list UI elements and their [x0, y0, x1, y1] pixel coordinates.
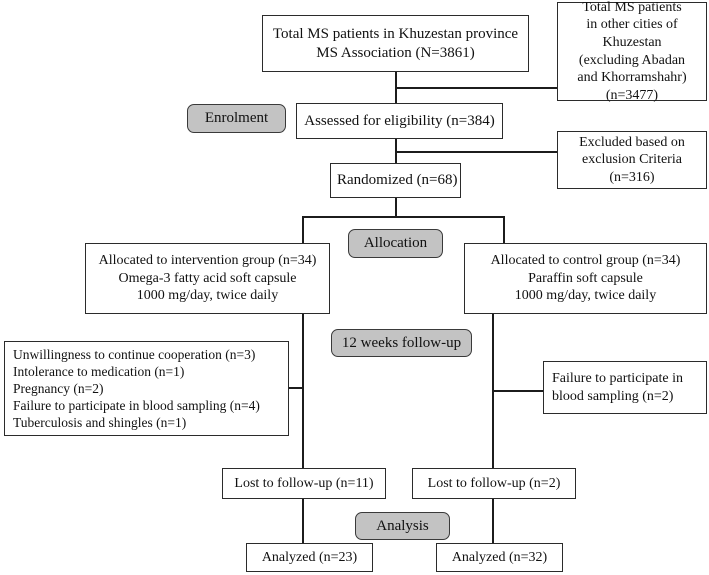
box-control-line-3: 1000 mg/day, twice daily — [514, 288, 657, 304]
box-total-ms-patients: Total MS patients in Khuzestan province … — [262, 15, 529, 72]
stage-label-analysis-text: Analysis — [376, 517, 429, 534]
box-assessed-for-eligibility: Assessed for eligibility (n=384) — [296, 103, 503, 139]
box-control-losses: Failure to participate in blood sampling… — [543, 361, 707, 414]
box-intervention-losses-line-5: Tuberculosis and shingles (n=1) — [13, 415, 187, 430]
stage-label-enrolment-text: Enrolment — [204, 110, 269, 126]
connector-assessed-to-other-cities — [395, 87, 558, 90]
connector-intervention-to-lost — [302, 314, 305, 472]
box-lost-right-line-1: Lost to follow-up (n=2) — [427, 475, 561, 491]
box-assessed-line-1: Assessed for eligibility (n=384) — [304, 112, 495, 129]
box-other-cities-line-3: Khuzestan — [602, 34, 662, 50]
box-analyzed-control: Analyzed (n=32) — [436, 543, 563, 572]
box-excluded-line-3: (n=316) — [609, 169, 655, 185]
box-analyzed-right-line-1: Analyzed (n=32) — [451, 549, 548, 565]
box-other-cities-line-5: and Khorramshahr) — [577, 70, 687, 86]
connector-lost-right-to-analyzed-right — [492, 498, 495, 543]
box-randomized: Randomized (n=68) — [330, 163, 461, 198]
stage-label-followup: 12 weeks follow-up — [331, 329, 472, 357]
box-control-line-1: Allocated to control group (n=34) — [490, 253, 681, 269]
box-lost-to-followup-control: Lost to follow-up (n=2) — [412, 468, 576, 499]
stage-label-allocation: Allocation — [348, 229, 443, 258]
box-control-losses-line-1: Failure to participate in — [552, 370, 684, 386]
stage-label-allocation-text: Allocation — [363, 235, 428, 251]
box-total-ms-line-2: MS Association (N=3861) — [316, 44, 475, 61]
box-analyzed-left-line-1: Analyzed (n=23) — [261, 549, 358, 565]
box-intervention-losses-line-2: Intolerance to medication (n=1) — [13, 364, 185, 379]
box-excluded-line-1: Excluded based on — [579, 134, 685, 150]
connector-allocation-split — [302, 216, 505, 219]
connector-intervention-losses-stub — [288, 387, 304, 390]
box-randomized-line-1: Randomized (n=68) — [337, 172, 458, 189]
connector-lost-left-to-analyzed-left — [302, 498, 305, 543]
box-excluded: Excluded based on exclusion Criteria (n=… — [557, 131, 707, 189]
stage-label-analysis: Analysis — [355, 512, 450, 540]
connector-control-losses-stub — [492, 390, 544, 393]
box-allocated-control: Allocated to control group (n=34) Paraff… — [464, 243, 707, 314]
stage-label-followup-text: 12 weeks follow-up — [341, 334, 462, 351]
box-other-cities-line-4: (excluding Abadan — [578, 52, 686, 68]
box-intervention-line-3: 1000 mg/day, twice daily — [136, 288, 279, 304]
box-intervention-losses-line-4: Failure to participate in blood sampling… — [13, 398, 260, 413]
box-lost-to-followup-intervention: Lost to follow-up (n=11) — [222, 468, 386, 499]
box-other-cities: Total MS patients in other cities of Khu… — [557, 0, 707, 103]
box-control-losses-line-2: blood sampling (n=2) — [552, 388, 674, 404]
box-intervention-losses-line-3: Pregnancy (n=2) — [13, 381, 104, 396]
box-intervention-losses-line-1: Unwillingness to continue cooperation (n… — [13, 347, 256, 362]
box-allocated-intervention: Allocated to intervention group (n=34) O… — [85, 243, 330, 314]
box-other-cities-line-1: Total MS patients — [582, 0, 682, 15]
connector-allocation-right-drop — [503, 216, 506, 244]
box-total-ms-line-1: Total MS patients in Khuzestan province — [272, 25, 519, 42]
box-intervention-line-1: Allocated to intervention group (n=34) — [98, 253, 317, 269]
connector-randomized-to-excluded — [395, 151, 558, 154]
stage-label-enrolment: Enrolment — [187, 104, 286, 133]
connector-randomized-to-allocation — [395, 197, 398, 218]
connector-allocation-left-drop — [302, 216, 305, 244]
box-excluded-line-2: exclusion Criteria — [582, 152, 682, 168]
box-other-cities-line-6: (n=3477) — [605, 87, 659, 103]
box-analyzed-intervention: Analyzed (n=23) — [246, 543, 373, 572]
connector-control-to-lost — [492, 314, 495, 472]
box-other-cities-line-2: in other cities of — [586, 17, 678, 33]
box-intervention-losses: Unwillingness to continue cooperation (n… — [4, 341, 289, 436]
box-lost-left-line-1: Lost to follow-up (n=11) — [234, 475, 374, 491]
box-control-line-2: Paraffin soft capsule — [528, 270, 643, 286]
box-intervention-line-2: Omega-3 fatty acid soft capsule — [118, 270, 297, 286]
